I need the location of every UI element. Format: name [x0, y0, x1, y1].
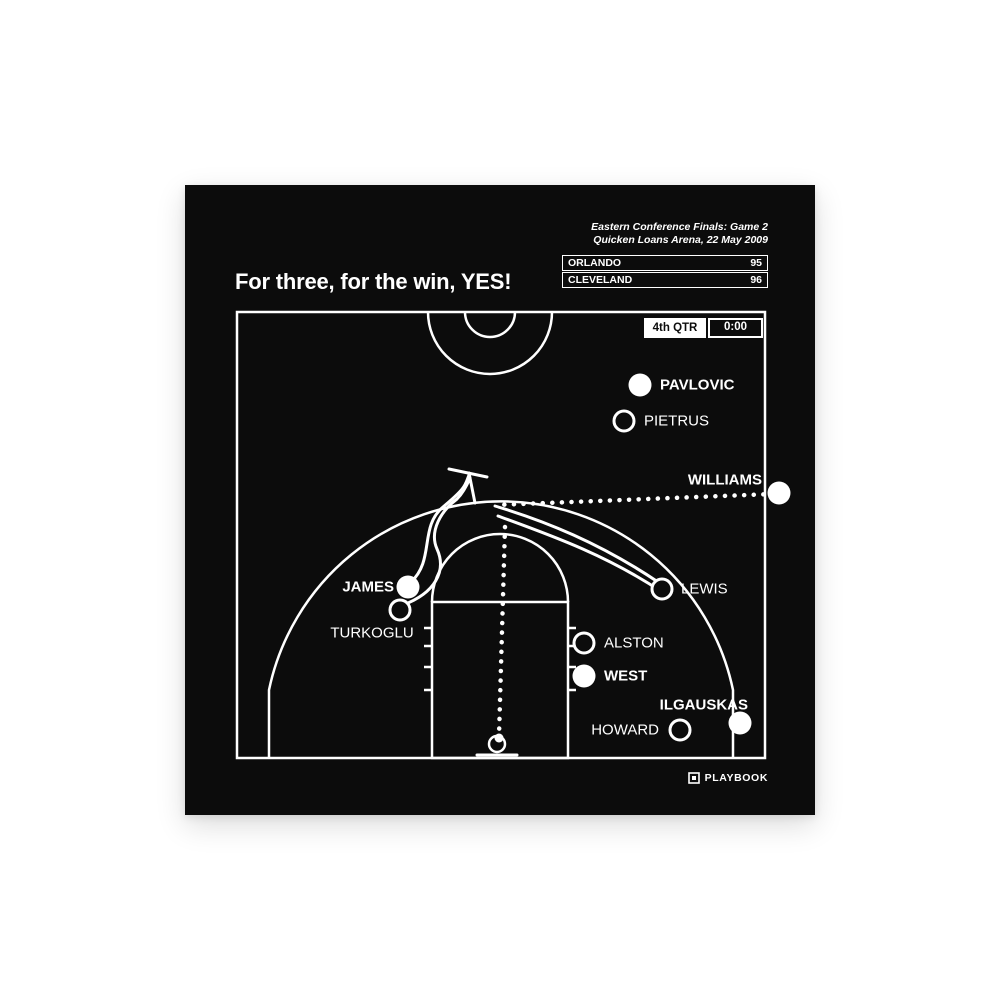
game-header-line1: Eastern Conference Finals: Game 2 — [591, 221, 768, 233]
center-circle-outer — [426, 311, 554, 376]
player-marker-pavlovic — [628, 373, 652, 397]
player-marker-turkoglu — [388, 598, 412, 622]
screen-symbol-stem — [467, 471, 477, 505]
three-point-line — [267, 500, 735, 758]
away-team-name: ORLANDO — [568, 257, 622, 269]
player-marker-ilgauskas — [728, 711, 752, 735]
lewis-chase-line-inner — [496, 514, 664, 594]
scoreboard: ORLANDO 95 CLEVELAND 96 — [562, 255, 768, 289]
james-cut-line — [409, 473, 471, 584]
players-layer: PAVLOVIC PIETRUS WILLIAMS JAMES TURKOGLU LEWI… — [185, 185, 815, 815]
player-marker-james — [396, 575, 420, 599]
home-team-name: CLEVELAND — [568, 274, 633, 286]
court-diagram — [235, 310, 776, 760]
player-label-alston: ALSTON — [604, 634, 664, 652]
ball — [494, 733, 504, 743]
player-label-turkoglu: TURKOGLU — [330, 624, 414, 642]
player-marker-alston — [572, 631, 596, 655]
playbook-branding: PLAYBOOK — [687, 772, 768, 784]
poster-title: For three, for the win, YES! — [235, 269, 512, 294]
player-label-howard: HOWARD — [591, 721, 659, 739]
lane-rect — [430, 600, 570, 760]
turkoglu-chase-line — [401, 476, 472, 607]
game-header-line2: Quicken Loans Arena, 22 May 2009 — [593, 233, 768, 246]
playbook-logo-icon — [687, 772, 700, 784]
lane-hash-marks — [424, 626, 576, 692]
player-label-james: JAMES — [342, 578, 394, 596]
shot-line — [496, 524, 508, 739]
pass-line — [492, 491, 776, 508]
player-marker-west — [572, 664, 596, 688]
player-marker-williams — [767, 481, 791, 505]
quarter-indicator: 4th QTR — [644, 318, 706, 338]
player-label-ilgauskas: ILGAUSKAS — [659, 696, 748, 714]
player-marker-pietrus — [612, 409, 636, 433]
scoreboard-row-home: CLEVELAND 96 — [562, 272, 768, 288]
center-circle-inner — [463, 311, 517, 339]
home-team-score: 96 — [750, 274, 762, 286]
player-label-williams: WILLIAMS — [687, 471, 762, 489]
player-label-pavlovic: PAVLOVIC — [660, 376, 735, 394]
lewis-chase-line-outer — [493, 504, 660, 584]
player-label-lewis: LEWIS — [681, 580, 728, 598]
player-marker-howard — [668, 718, 692, 742]
player-marker-lewis — [650, 577, 674, 601]
game-header: Eastern Conference Finals: Game 2 Quicke… — [591, 221, 768, 246]
scoreboard-row-away: ORLANDO 95 — [562, 255, 768, 271]
playbook-poster: Eastern Conference Finals: Game 2 Quicke… — [185, 185, 815, 815]
player-label-pietrus: PIETRUS — [644, 412, 710, 430]
clock-time: 0:00 — [708, 318, 763, 338]
playbook-logo-text: PLAYBOOK — [704, 772, 768, 784]
player-label-west: WEST — [604, 667, 648, 685]
away-team-score: 95 — [750, 257, 762, 269]
